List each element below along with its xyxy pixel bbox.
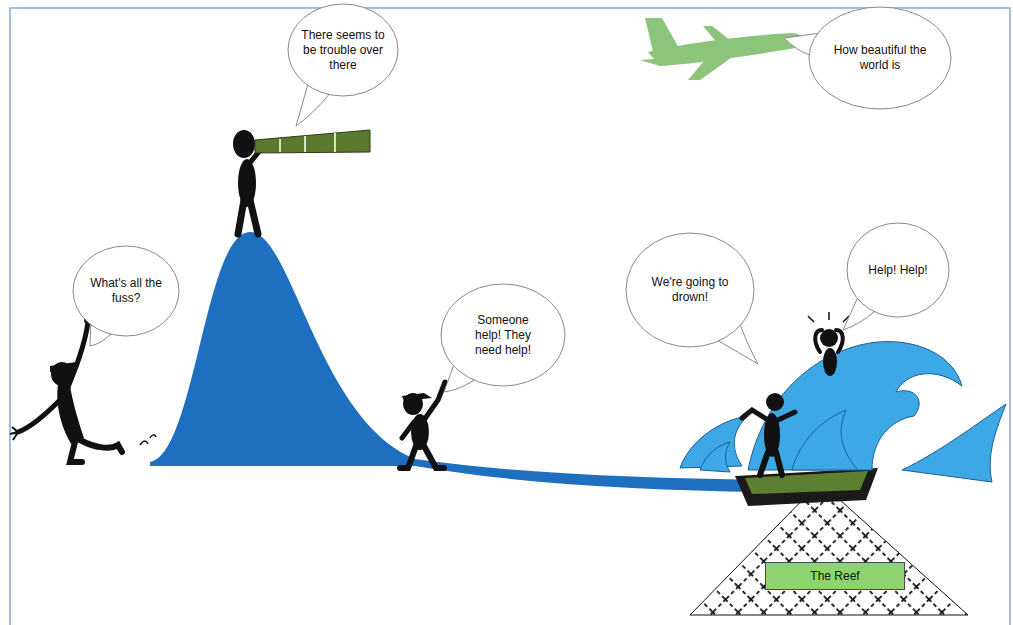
boat-inside bbox=[745, 471, 868, 494]
bubble-text-wrap: What's all the fuss? bbox=[72, 245, 180, 337]
bystander-figure bbox=[10, 316, 156, 462]
bubble-text-wrap: How beautiful the world is bbox=[808, 6, 952, 110]
bubble-ellipse bbox=[847, 223, 949, 317]
speech-bubble: There seems to be trouble over there bbox=[287, 3, 399, 97]
reef bbox=[690, 482, 968, 615]
speech-text: Help! Help! bbox=[868, 263, 927, 278]
speech-text: We're going to drown! bbox=[645, 275, 735, 305]
bubble-ellipse bbox=[626, 233, 754, 347]
lookout-figure bbox=[233, 130, 370, 234]
speech-bubble: How beautiful the world is bbox=[808, 6, 952, 110]
bubble-text-wrap: Someone help! They need help! bbox=[440, 283, 566, 387]
text-column: There seems to be trouble over there bbox=[301, 28, 385, 73]
caller-figure bbox=[400, 382, 445, 468]
waves bbox=[680, 342, 1006, 482]
speech-text: How beautiful the world is bbox=[832, 43, 928, 73]
label-box bbox=[766, 563, 905, 590]
hill bbox=[150, 232, 760, 492]
drowning-figures bbox=[742, 312, 849, 475]
speech-bubble: Someone help! They need help! bbox=[440, 283, 566, 387]
bubble-ellipse bbox=[441, 284, 565, 386]
bubble-text-wrap: We're going to drown! bbox=[625, 232, 755, 348]
text-column: Help! Help! bbox=[868, 263, 927, 278]
bubble-text-wrap: There seems to be trouble over there bbox=[287, 3, 399, 97]
bubble-text-wrap: Help! Help! bbox=[846, 222, 950, 318]
speech-bubble: Help! Help! bbox=[846, 222, 950, 318]
bubble-ellipse bbox=[73, 246, 179, 336]
text-column: We're going to drown! bbox=[645, 275, 735, 305]
text-column: How beautiful the world is bbox=[832, 43, 928, 73]
airplane bbox=[640, 18, 803, 80]
speech-text: What's all the fuss? bbox=[81, 276, 171, 306]
speech-text: Someone help! They need help! bbox=[463, 313, 543, 358]
text-column: The Reef bbox=[810, 569, 859, 584]
frame bbox=[10, 8, 1010, 625]
label-text: The Reef bbox=[810, 569, 859, 584]
speech-bubble: We're going to drown! bbox=[625, 232, 755, 348]
boat bbox=[735, 468, 878, 506]
bubble-ellipse bbox=[288, 4, 398, 96]
speech-text: There seems to be trouble over there bbox=[301, 28, 385, 73]
text-column: Someone help! They need help! bbox=[463, 313, 543, 358]
speech-bubble: What's all the fuss? bbox=[72, 245, 180, 337]
bubble-text-wrap: The Reef bbox=[765, 562, 905, 590]
reef-label: The Reef bbox=[765, 562, 905, 590]
bubble-ellipse bbox=[809, 7, 951, 109]
text-column: What's all the fuss? bbox=[81, 276, 171, 306]
